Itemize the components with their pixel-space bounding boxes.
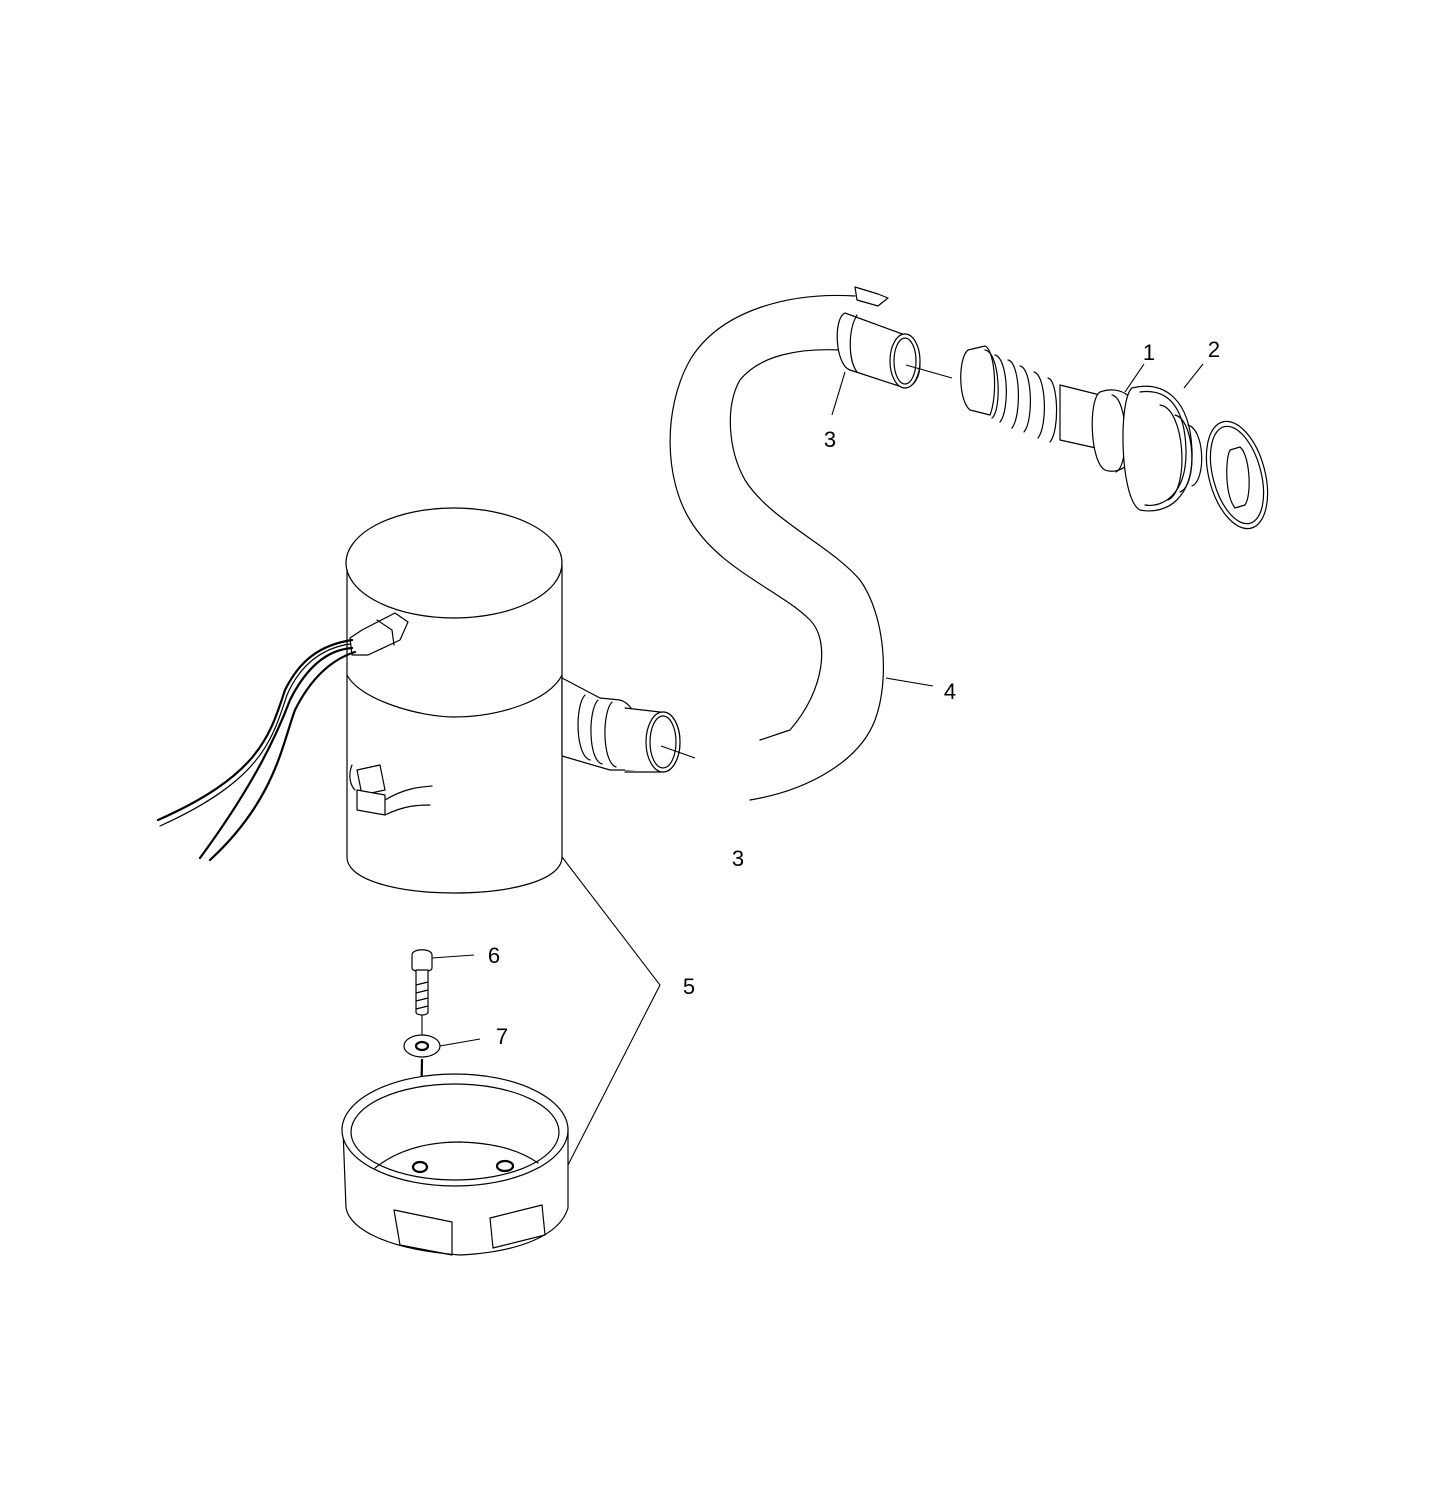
callout-2: 2 [1207,337,1221,362]
screw-part-6 [411,949,475,1035]
callout-3-upper: 3 [823,427,837,452]
bilge-pump-body [156,507,696,894]
callout-1: 1 [1142,340,1156,365]
callout-5: 5 [682,974,696,999]
callout-3-lower: 3 [731,846,745,871]
hose-clamp-upper [831,286,953,416]
callout-6: 6 [487,943,501,968]
leader-part-5 [561,856,661,1166]
callout-7: 7 [495,1024,509,1049]
thru-hull-fitting [960,345,1269,530]
callout-4: 4 [943,679,957,704]
hose-part-4 [669,294,934,801]
pump-base [341,1073,569,1256]
